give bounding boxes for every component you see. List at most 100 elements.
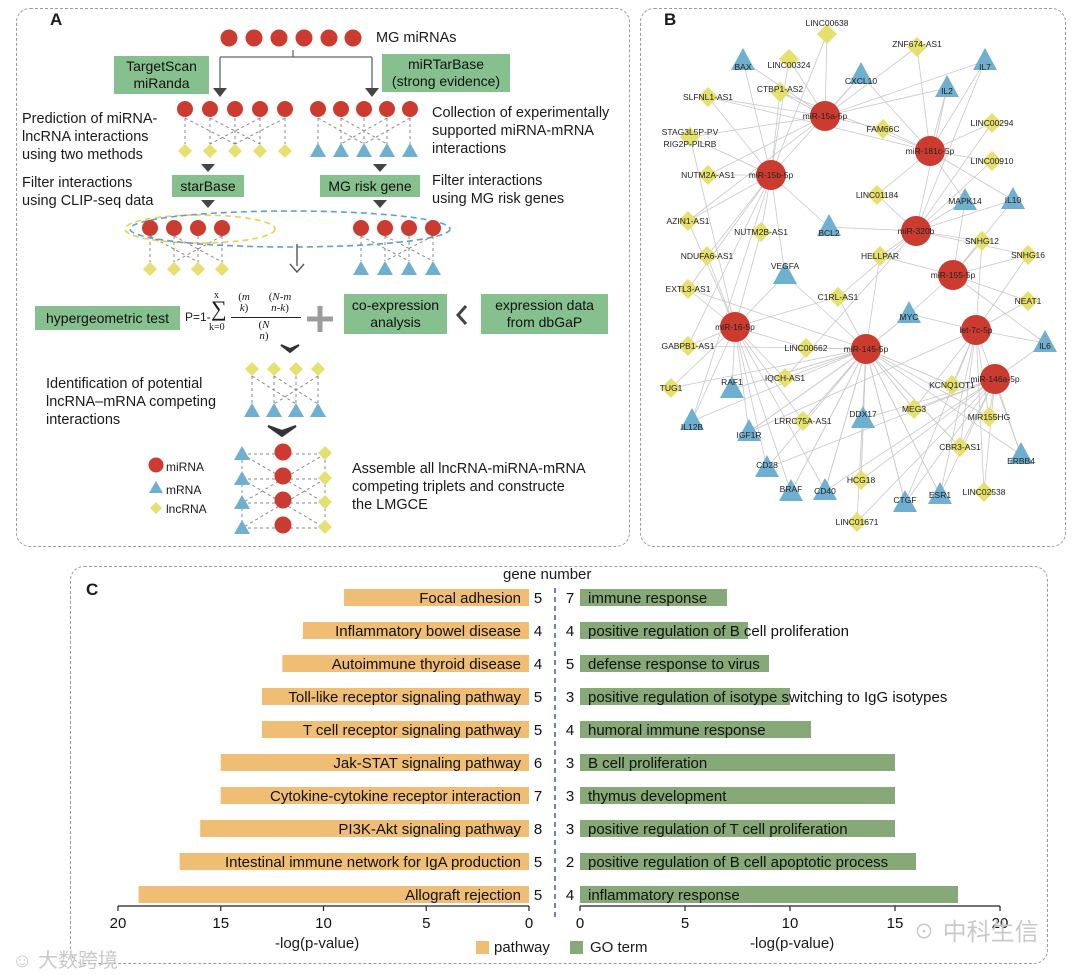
- network-edge: [734, 326, 826, 492]
- expression-data-box: expression data from dbGaP: [481, 294, 608, 334]
- mrna-node-triangle: [893, 490, 917, 512]
- lncrna-node-diamond: [775, 368, 795, 388]
- filtered-right-mirnas: [353, 220, 441, 236]
- mrna-node-triangle: [849, 62, 873, 84]
- network-edge: [824, 60, 986, 117]
- lncrna-node-diamond: [907, 37, 927, 57]
- expression-line-1: expression data: [495, 297, 594, 313]
- lncrna-node-diamond: [870, 246, 890, 266]
- network-edge: [939, 378, 996, 496]
- competing-mrnas: [244, 403, 326, 417]
- binom-n-minus-k: n-k: [271, 302, 286, 314]
- network-node: LINC02538: [962, 482, 1006, 502]
- yellow-ellipse: [124, 214, 276, 244]
- node-label: LRRC75A-AS1: [774, 416, 831, 426]
- lncrna-node-diamond: [698, 87, 718, 107]
- lncrna-node-diamond: [982, 151, 1002, 171]
- network-edge: [929, 150, 1014, 201]
- node-label: SLFNL1-AS1: [683, 92, 733, 102]
- lncrna-node-diamond: [770, 82, 790, 102]
- coexpression-line-1: co-expression: [351, 297, 440, 313]
- branch-lines: [219, 50, 373, 88]
- prediction-text: Prediction of miRNA- lncRNA interactions…: [22, 110, 157, 164]
- strong-evidence-label: (strong evidence): [391, 73, 501, 89]
- network-node: IL2: [935, 75, 959, 97]
- network-node: LINC00638: [805, 18, 849, 44]
- assemble-line-1: Assemble all lncRNA-miRNA-mRNA: [352, 461, 586, 477]
- legend-pathway-swatch: [476, 941, 489, 954]
- network-edge: [742, 60, 772, 176]
- gene-number-title: gene number: [503, 566, 592, 583]
- lncrna-node-diamond: [974, 482, 994, 502]
- node-label: miR-320b: [898, 226, 935, 236]
- node-label: CD28: [756, 460, 778, 470]
- chevron-down-icon: [280, 344, 300, 354]
- network-edge: [916, 46, 931, 152]
- legend-pathway-label: pathway: [494, 939, 550, 956]
- workflow-graphics: [124, 29, 468, 534]
- triplet-mrnas: [234, 446, 250, 534]
- legend-mrna-label: mRNA: [166, 483, 202, 497]
- node-label: miR-146a-5p: [970, 374, 1019, 384]
- hypergeometric-box: hypergeometric test: [35, 306, 180, 330]
- network-edge: [731, 348, 867, 390]
- legend-goterm-swatch: [570, 941, 583, 954]
- network-node: EXTL3-AS1: [666, 279, 711, 299]
- node-label: LINC00662: [784, 343, 827, 353]
- panel-c-label: C: [86, 580, 99, 599]
- network-edge: [860, 74, 931, 152]
- mirna-node-circle: [938, 260, 968, 290]
- node-label: ERBB4: [1007, 456, 1035, 466]
- mg-risk-gene-label: MG risk gene: [328, 177, 412, 194]
- network-edge: [734, 326, 768, 469]
- network-edge: [734, 296, 839, 328]
- network-edge: [707, 115, 826, 176]
- assemble-text: Assemble all lncRNA-miRNA-mRNA competing…: [352, 460, 586, 514]
- node-label: IGF1R: [736, 430, 761, 440]
- network-edge: [748, 329, 977, 433]
- network-node: MYC: [897, 301, 921, 323]
- network-edge: [865, 348, 906, 504]
- small-arrows: [201, 164, 387, 208]
- formula-lower-limit: k=0: [209, 322, 225, 333]
- node-label: IL6: [1039, 341, 1051, 351]
- network-node: miR-146a-5p: [970, 364, 1020, 394]
- lncrna-node-diamond: [817, 24, 837, 44]
- node-label: GABPB1-AS1: [662, 341, 715, 351]
- left-dashed-links: [184, 117, 286, 145]
- network-edge: [670, 348, 867, 389]
- network-node: DDX17: [849, 406, 877, 428]
- node-label: STAG3L5P-PV: [662, 127, 719, 137]
- filter-clip-line-2: using CLIP-seq data: [22, 193, 154, 209]
- network-edge: [865, 348, 1022, 456]
- filter-mg-line-1: Filter interactions: [432, 173, 543, 189]
- network-node: LINC01671: [835, 512, 879, 532]
- chevron-down-icon-2: [267, 425, 297, 438]
- assemble-line-3: the LMGCE: [352, 497, 428, 513]
- node-label: CD40: [814, 486, 836, 496]
- network-node: miR-15b-5p: [749, 160, 793, 190]
- targetscan-label: TargetScan: [126, 58, 197, 74]
- prediction-line-2: lncRNA interactions: [22, 129, 149, 145]
- left-xlabel: -log(p-value): [275, 935, 360, 952]
- lncrna-node-diamond: [698, 165, 718, 185]
- starbase-label: starBase: [180, 177, 236, 194]
- mg-mirnas-label: MG miRNAs: [376, 30, 457, 46]
- network-edge: [734, 326, 804, 422]
- network-edge: [770, 174, 786, 276]
- mrna-node-triangle: [737, 419, 761, 441]
- node-label: SNHG16: [1011, 250, 1045, 260]
- mirna-node-circle: [961, 315, 991, 345]
- network-node: ERBB4: [1007, 442, 1035, 466]
- node-label: let-7c-5p: [959, 325, 992, 335]
- network-node: CBR3-AS1: [939, 437, 981, 457]
- lncrna-node-diamond: [851, 470, 871, 490]
- network-edge: [687, 288, 867, 350]
- network-edge: [687, 174, 772, 222]
- mrna-node-triangle: [731, 48, 755, 70]
- watermark-right-text: 中科生信: [942, 919, 1039, 946]
- network-node: ZNF674-AS1: [892, 37, 942, 57]
- network-edge: [734, 231, 762, 328]
- lncrna-node-diamond: [904, 399, 924, 419]
- network-edge: [691, 174, 772, 422]
